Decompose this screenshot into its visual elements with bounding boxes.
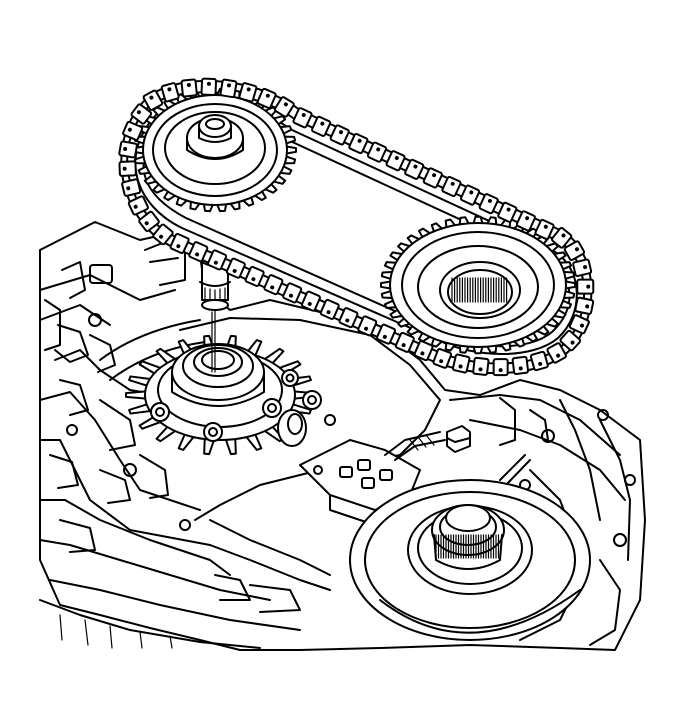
chain-link: [452, 353, 471, 374]
chain-link: [413, 340, 434, 362]
bolt: [302, 390, 322, 410]
chain-link: [348, 132, 369, 155]
chain-link: [404, 158, 425, 180]
chain-link: [219, 78, 238, 99]
chain-link: [238, 82, 258, 103]
chain-link: [559, 329, 582, 352]
chain-link: [121, 178, 142, 197]
chain-link: [441, 175, 462, 198]
chain-link: [127, 195, 149, 216]
chain-link: [357, 315, 378, 337]
chain-link: [550, 227, 573, 249]
chain-link: [319, 298, 340, 320]
chain-link: [568, 314, 590, 335]
chain-link: [263, 274, 284, 296]
chain-link: [376, 323, 397, 345]
spline-teeth: [435, 534, 500, 559]
chain-link: [225, 257, 246, 279]
chain-link: [515, 210, 536, 232]
bolt: [150, 402, 170, 422]
chain-link: [311, 115, 332, 137]
chain-link: [292, 107, 313, 129]
chain-link: [492, 358, 509, 377]
chain-link: [432, 347, 453, 369]
chain-link: [130, 103, 153, 125]
driven-sprocket-bearing-seat: [349, 479, 591, 641]
bolt: [262, 398, 282, 418]
chain-link: [169, 232, 190, 255]
chain-link: [534, 218, 555, 241]
chain-link: [138, 210, 160, 233]
chain-link: [338, 307, 359, 329]
chain-link: [422, 167, 443, 189]
chain-link: [180, 78, 198, 98]
chain-link: [497, 201, 518, 223]
chain-link: [511, 355, 530, 376]
chain-link: [200, 77, 218, 97]
chain-link: [122, 120, 144, 141]
valve-knob: [277, 409, 307, 447]
chain-link: [282, 282, 303, 304]
chain-link: [207, 249, 228, 271]
chain-link: [244, 265, 265, 287]
chain-link: [300, 290, 321, 312]
chain-link: [142, 89, 164, 111]
bolt: [281, 369, 299, 387]
chain-link: [256, 87, 277, 109]
oil-pump-drive-gear: [125, 334, 336, 456]
chain-link: [563, 240, 586, 262]
chain-link: [576, 278, 595, 295]
chain-link: [273, 96, 295, 118]
chain-link: [366, 141, 388, 163]
chain-link: [460, 184, 481, 206]
chain-link: [152, 223, 174, 246]
chain-links: [118, 77, 595, 377]
bolt: [203, 422, 223, 442]
chain-link: [572, 258, 593, 277]
driven-sprocket: [380, 215, 576, 355]
bolt: [446, 425, 471, 453]
chain-link: [574, 296, 595, 315]
chain-link: [160, 82, 180, 103]
chain-link: [529, 350, 549, 372]
chain-link: [385, 150, 406, 172]
chain-link: [188, 241, 209, 263]
chain-link: [478, 193, 499, 215]
chain-link: [118, 140, 138, 159]
chain-link: [546, 342, 567, 364]
chain-link: [329, 124, 350, 146]
drive-chain-assembly: [118, 77, 595, 377]
chain-link: [472, 356, 490, 376]
chain-link: [394, 331, 415, 353]
chain-link: [118, 160, 137, 177]
